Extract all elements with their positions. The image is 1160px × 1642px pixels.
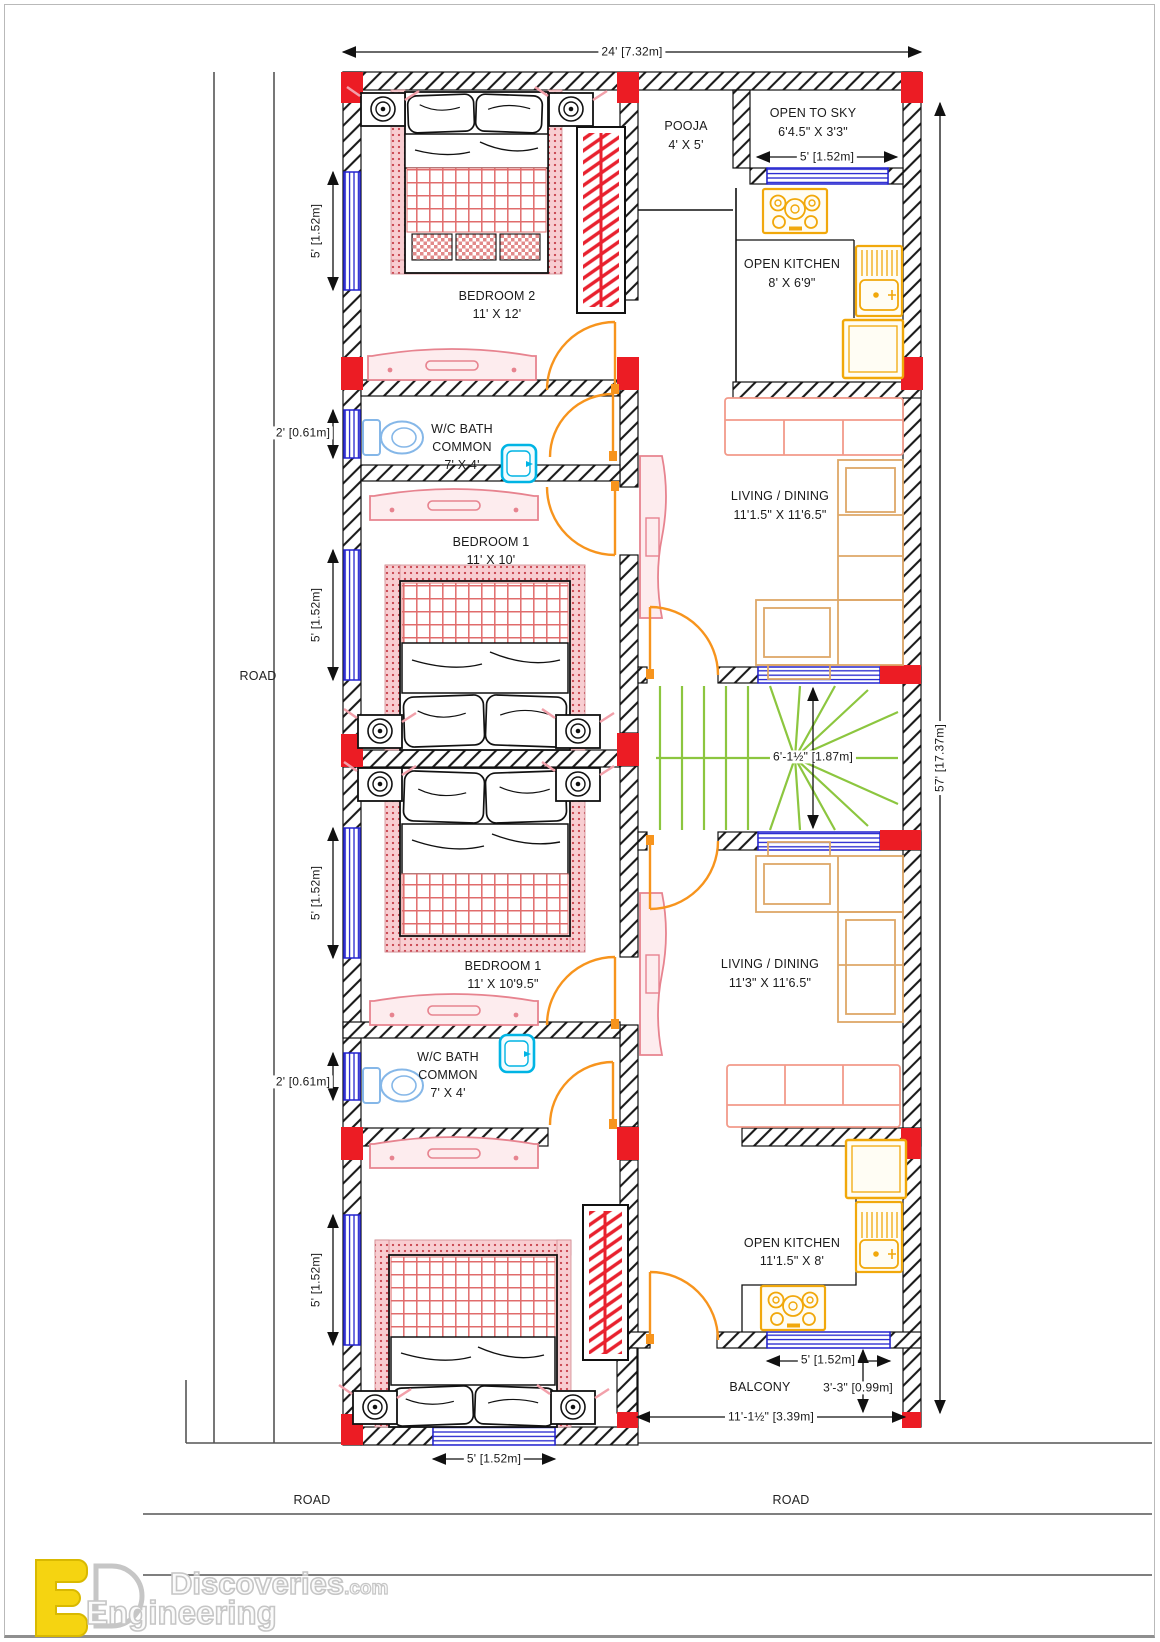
watermark-engineering: Engineering xyxy=(85,1593,277,1632)
hall-arch-decor xyxy=(639,455,667,1056)
kitchen-lower-fixtures xyxy=(759,1138,908,1332)
door-living-upper xyxy=(646,605,720,679)
road-lines xyxy=(143,72,1152,1576)
room-living-lower-name: LIVING / DINING xyxy=(720,957,820,972)
door-balcony xyxy=(646,1270,720,1344)
room-kitchen-upper-name: OPEN KITCHEN xyxy=(743,257,841,272)
dim-balcony-depth: 3'-3" [0.99m] xyxy=(820,1381,896,1395)
dim-window-left-4: 5' [1.52m] xyxy=(308,1252,323,1308)
room-kitchen-lower-name: OPEN KITCHEN xyxy=(743,1236,841,1251)
room-pooja-size: 4' X 5' xyxy=(668,138,704,153)
living-lower-sofa xyxy=(726,1064,901,1128)
bedroom2-bed xyxy=(345,85,609,275)
room-bedroom2-size: 11' X 12' xyxy=(472,307,522,322)
dim-kitchen-window: 5' [1.52m] xyxy=(797,1353,859,1367)
room-open-to-sky-size: 6'4.5" X 3'3" xyxy=(778,125,848,140)
door-bedroom1-upper xyxy=(545,481,619,557)
rcc-columns xyxy=(341,72,923,1445)
dim-window-left-3: 5' [1.52m] xyxy=(308,865,323,921)
kitchen-sink-icon xyxy=(854,1200,904,1274)
room-wc-lower-line2: COMMON xyxy=(418,1068,478,1083)
room-bedroom2-name: BEDROOM 2 xyxy=(458,289,536,304)
road-label-bottom-left: ROAD xyxy=(293,1493,331,1508)
room-kitchen-upper-size: 8' X 6'9" xyxy=(768,276,816,291)
dresser xyxy=(367,348,537,381)
room-living-lower-size: 11'3" X 11'6.5" xyxy=(728,976,812,991)
dresser xyxy=(369,488,539,521)
kitchen-sink-icon xyxy=(854,244,904,318)
room-pooja-name: POOJA xyxy=(664,119,708,134)
watermark-logo xyxy=(35,1559,145,1637)
room-open-to-sky-name: OPEN TO SKY xyxy=(769,106,857,121)
bedroom2-wardrobe xyxy=(576,126,626,314)
room-bedroom1-lower-name: BEDROOM 1 xyxy=(464,959,542,974)
room-wc-lower-size: 7' X 4' xyxy=(430,1086,466,1101)
room-bedroom1-lower-size: 11' X 10'9.5" xyxy=(467,977,539,992)
road-label-left: ROAD xyxy=(239,669,277,684)
room-wc-lower-line1: W/C BATH xyxy=(417,1050,479,1065)
dim-bottom-window: 5' [1.52m] xyxy=(463,1452,525,1466)
bottom-bedroom-wardrobe xyxy=(582,1204,629,1361)
room-wc-upper-line2: COMMON xyxy=(432,440,492,455)
bedroom1-lower-bed xyxy=(342,760,616,953)
bedroom1-upper-bed xyxy=(342,564,616,751)
door-bedroom1-lower xyxy=(545,955,619,1029)
kitchen-upper-fixtures xyxy=(761,187,905,380)
dim-overall-width: 24' [7.32m] xyxy=(598,45,666,59)
watermark-discoveries: Discoveries.com xyxy=(169,1565,389,1602)
living-upper-lsofa xyxy=(755,459,904,680)
living-lower-lsofa xyxy=(755,841,904,1023)
dim-overall-height: 57' [17.37m] xyxy=(932,720,947,796)
door-wc-lower xyxy=(548,1060,617,1129)
dim-open-to-sky: 5' [1.52m] xyxy=(796,150,858,164)
room-bedroom1-upper-name: BEDROOM 1 xyxy=(452,535,530,550)
dim-window-left-2ft-lower: 2' [0.61m] xyxy=(272,1075,334,1089)
bottom-bedroom-bed xyxy=(337,1239,611,1428)
dim-stairwell: 6'-1½" [1.87m] xyxy=(769,750,857,764)
dresser xyxy=(369,1136,539,1169)
dim-window-left-1: 5' [1.52m] xyxy=(308,203,323,259)
dim-window-left-2: 5' [1.52m] xyxy=(308,587,323,643)
living-upper-sofa xyxy=(724,397,904,456)
road-label-bottom-right: ROAD xyxy=(772,1493,810,1508)
dim-window-left-2ft: 2' [0.61m] xyxy=(272,426,334,440)
room-wc-upper-size: 7' X 4' xyxy=(444,458,480,473)
dresser xyxy=(369,993,539,1026)
room-kitchen-lower-size: 11'1.5" X 8' xyxy=(759,1254,825,1269)
door-living-lower xyxy=(646,835,720,911)
room-living-upper-size: 11'1.5" X 11'6.5" xyxy=(733,508,827,523)
room-bedroom1-upper-size: 11' X 10' xyxy=(466,553,516,568)
door-wc-upper xyxy=(548,392,617,461)
room-living-upper-name: LIVING / DINING xyxy=(730,489,830,504)
room-wc-upper-line1: W/C BATH xyxy=(431,422,493,437)
doors xyxy=(545,320,720,1344)
dim-balcony-width: 11'-1½" [3.39m] xyxy=(724,1410,818,1424)
door-bedroom2 xyxy=(545,320,619,394)
windows xyxy=(343,167,891,1446)
room-balcony-name: BALCONY xyxy=(729,1380,791,1395)
